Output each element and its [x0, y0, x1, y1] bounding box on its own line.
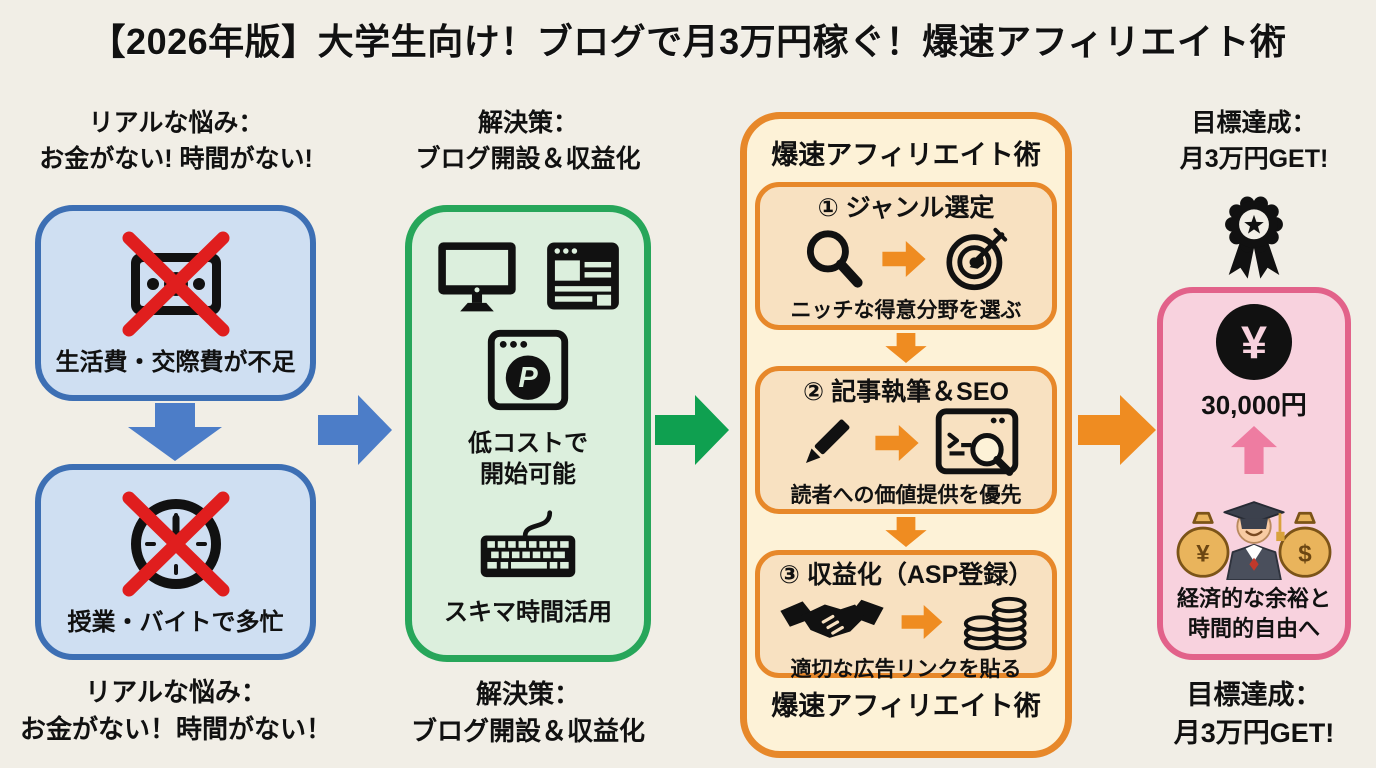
goal-amount: 30,000円 — [1201, 390, 1307, 421]
goal-header: 目標達成： 月3万円GET! — [1179, 109, 1329, 173]
right-arrow-orange-icon — [1078, 395, 1156, 465]
money-bag-dollar-icon: $ — [1278, 512, 1332, 579]
solution-caption: 解決策： ブログ開設＆収益化 — [410, 679, 645, 746]
problem-box-money: 生活費・交際費が不足 — [35, 205, 316, 401]
solution-item2-label: スキマ時間活用 — [444, 599, 612, 627]
red-cross-icon — [122, 231, 229, 336]
goal-caption: 目標達成： 月3万円GET! — [1173, 680, 1335, 749]
solution-item1-label: 低コストで 開始可能 — [468, 429, 588, 488]
solution-header: 解決策： ブログ開設＆収益化 — [415, 109, 641, 173]
svg-text:P: P — [518, 362, 538, 394]
problem-box-money-label: 生活費・交際費が不足 — [55, 348, 296, 376]
red-cross-icon — [122, 491, 229, 596]
right-arrow-green-icon — [655, 395, 729, 465]
goal-box: ¥ 30,000円 ¥ $ — [1157, 287, 1351, 660]
svg-text:$: $ — [1298, 541, 1312, 568]
right-arrow-blue-icon — [318, 395, 392, 465]
solution-icons-row — [434, 239, 622, 313]
banknote-crossed-icon — [122, 231, 229, 336]
method-box: 爆速アフィリエイト術 ① ジャンル選定 — [740, 112, 1072, 758]
arrow-right-icon — [901, 605, 943, 639]
arrow-right-icon — [875, 425, 919, 461]
svg-text:¥: ¥ — [1241, 317, 1267, 369]
problem-box-time-label: 授業・バイトで多忙 — [67, 608, 284, 636]
method-header: 爆速アフィリエイト術 — [771, 140, 1041, 170]
method-step-1: ① ジャンル選定 ニッチな得意分野を選ぶ — [755, 182, 1057, 330]
handshake-icon — [780, 599, 884, 638]
arrow-right-icon — [882, 241, 926, 277]
seo-browser-icon — [935, 408, 1019, 476]
method-step-2: ② 記事執筆＆SEO — [755, 366, 1057, 514]
svg-text:¥: ¥ — [1196, 541, 1210, 568]
down-arrow-orange-icon — [885, 517, 927, 547]
medal-icon — [1225, 196, 1283, 279]
graduate-person — [1223, 501, 1285, 581]
goal-benefit: 経済的な余裕と 時間的自由へ — [1176, 586, 1331, 642]
target-icon — [946, 227, 1008, 291]
browser-p-logo-icon: P — [487, 329, 569, 411]
problem-header: リアルな悩み： お金がない! 時間がない! — [39, 109, 313, 173]
page-title: 【2026年版】大学生向け！ブログで月3万円稼ぐ！爆速アフィリエイト術 — [89, 21, 1287, 62]
problem-box-time: 授業・バイトで多忙 — [35, 464, 316, 660]
method-footer: 爆速アフィリエイト術 — [771, 691, 1041, 721]
up-arrow-pink-icon — [1231, 426, 1277, 475]
method-step-3: ③ 収益化（ASP登録） — [755, 550, 1057, 681]
graduate-with-money-bags-icon: ¥ $ — [1176, 501, 1332, 581]
solution-box: P 低コストで 開始可能 スキマ時間活用 — [405, 205, 651, 662]
magnifier-icon — [806, 230, 863, 288]
blog-page-icon — [547, 242, 619, 310]
monitor-icon — [438, 241, 516, 311]
clock-crossed-icon — [122, 491, 229, 596]
coin-stacks-icon — [963, 596, 1027, 651]
pencil-icon — [805, 419, 850, 464]
down-arrow-orange-icon — [885, 333, 927, 363]
down-arrow-blue-icon — [128, 403, 222, 461]
yen-coin-icon: ¥ — [1215, 304, 1293, 381]
keyboard-icon — [480, 510, 576, 577]
problem-caption: リアルな悩み： お金がない！時間がない！ — [19, 677, 332, 744]
money-bag-yen-icon: ¥ — [1176, 512, 1230, 579]
